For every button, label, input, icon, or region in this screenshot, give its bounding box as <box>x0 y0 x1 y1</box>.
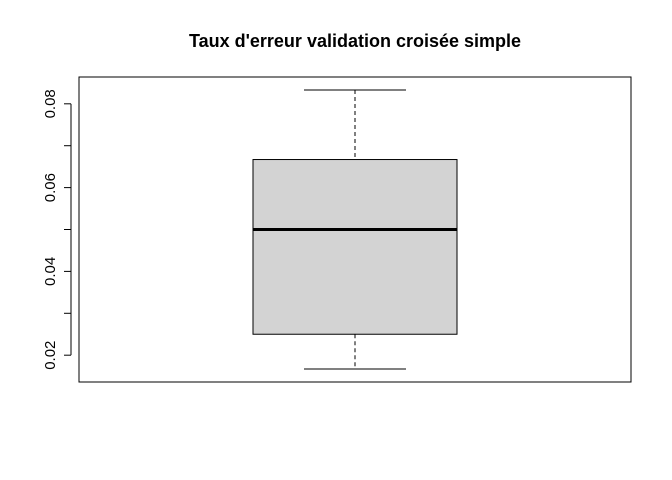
iqr-box <box>252 159 458 335</box>
y-tick-label: 0.08 <box>42 89 59 118</box>
y-axis: 0.02 0.04 0.06 0.08 <box>42 89 72 370</box>
y-tick-label: 0.06 <box>42 173 59 202</box>
y-tick-label: 0.04 <box>42 257 59 286</box>
box-plot <box>252 89 458 370</box>
y-tick-label: 0.02 <box>42 341 59 370</box>
chart-title: Taux d'erreur validation croisée simple <box>189 31 521 51</box>
plot-frame <box>78 76 632 383</box>
